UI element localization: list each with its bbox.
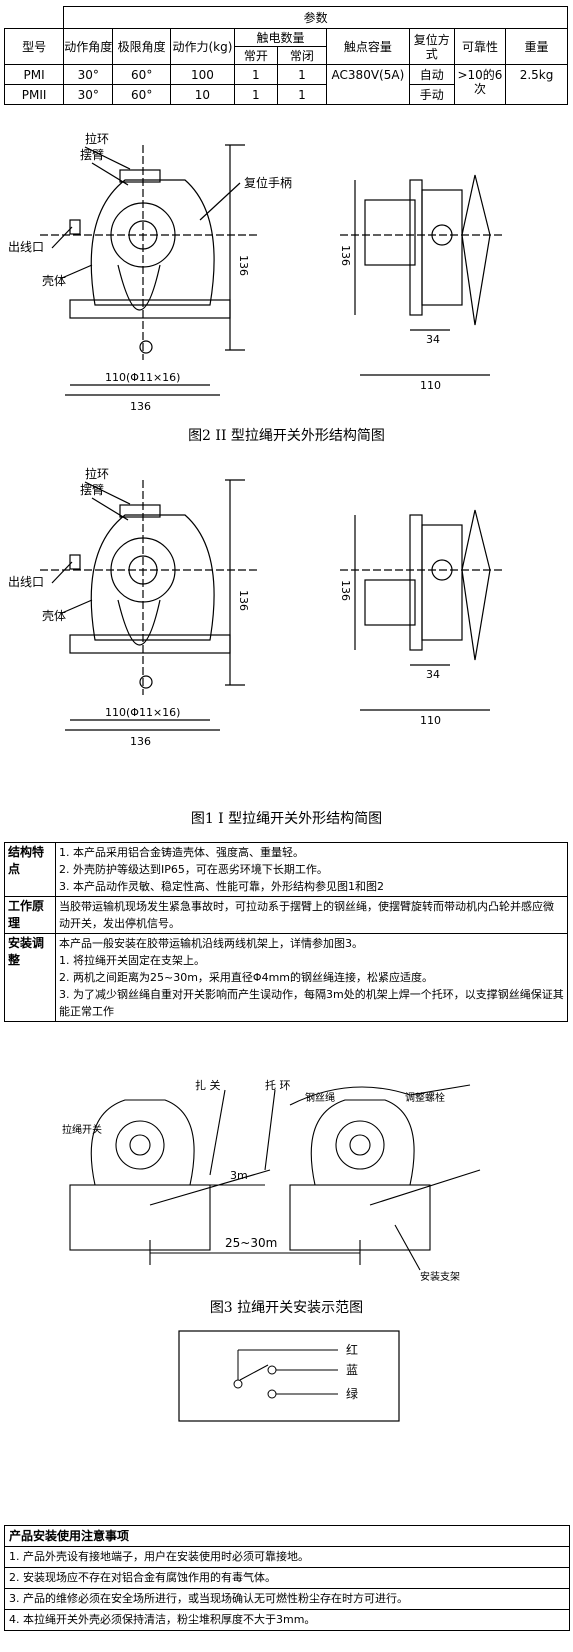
dim-height: 136 (237, 590, 250, 611)
dim-side-34: 34 (426, 333, 440, 346)
capacity-cell: AC380V(5A) (326, 64, 410, 105)
col-no: 常开 (233, 46, 278, 65)
table-row: PMII 30° 60° 10 1 1 手动 (3, 84, 568, 105)
label-shell: 壳体 (42, 609, 66, 623)
label-3m: 3m (230, 1169, 248, 1182)
desc-row-structure: 结构特点 1. 本产品采用铝合金铸造壳体、强度高、重量轻。 2. 外壳防护等级达… (4, 842, 568, 897)
wire-green: 绿 (346, 1386, 358, 1401)
figure3-caption: 图3 拉绳开关安装示范图 (209, 1300, 364, 1316)
description-table: 结构特点 1. 本产品采用铝合金铸造壳体、强度高、重量轻。 2. 外壳防护等级达… (4, 842, 568, 1022)
col-reliability: 可靠性 (453, 28, 507, 65)
dim-side-h: 136 (339, 245, 352, 266)
weight-cell: 2.5kg (505, 64, 568, 105)
label-rope: 钢丝绳 (305, 1091, 335, 1104)
dim-w1: 110(Φ11×16) (105, 706, 180, 719)
label-ring: 拉环 (85, 131, 109, 146)
note-item: 2. 安装现场应不存在对铝合金有腐蚀作用的有毒气体。 (5, 1568, 569, 1589)
label-reset-handle: 复位手柄 (244, 175, 292, 190)
label-outlet: 出线口 (8, 240, 44, 254)
col-action-angle: 动作角度 (63, 28, 114, 65)
figure2-caption: 图2 II 型拉绳开关外形结构简图 (188, 428, 385, 444)
figure1-drawing: 拉环 摆臂 出线口 壳体 136 110(Φ11×16) 136 136 34 … (8, 466, 505, 748)
dim-height: 136 (237, 255, 250, 276)
label-arm: 摆臂 (80, 148, 104, 162)
label-bracket: 安装支架 (420, 1270, 460, 1283)
label-distance: 25~30m (225, 1236, 277, 1250)
col-limit-angle: 极限角度 (112, 28, 171, 65)
desc-row-install: 安装调整 本产品一般安装在胶带运输机沿线两线机架上，详情参加图3。 1. 将拉绳… (4, 933, 568, 1022)
dim-w2: 136 (130, 400, 151, 413)
figure1-caption: 图1 I 型拉绳开关外形结构简图 (190, 811, 383, 827)
label-switch: 拉绳开关 (62, 1123, 102, 1136)
col-force: 动作力(kg) (169, 28, 235, 65)
figure2-drawing: 拉环 摆臂 复位手柄 出线口 壳体 136 110(Φ11×16) 136 13… (8, 131, 505, 413)
dim-w2: 136 (130, 735, 151, 748)
label-outlet: 出线口 (8, 575, 44, 589)
table-row: PMI 30° 60° 100 1 1 AC380V(5A) 自动 >10的6次… (3, 64, 568, 105)
note-item: 3. 产品的维修必须在安全场所进行，或当现场确认无可燃性粉尘存在时方可进行。 (5, 1589, 569, 1610)
figure3-drawing: 扎 关 托 环 钢丝绳 调整螺栓 拉绳开关 3m 25~30m 安装支架 (62, 1078, 481, 1283)
dim-side-34: 34 (426, 668, 440, 681)
wiring-diagram: 红 蓝 绿 (178, 1330, 400, 1422)
label-ring: 拉环 (85, 466, 109, 481)
label-shell: 壳体 (42, 274, 66, 288)
col-nc: 常闭 (276, 46, 328, 65)
notes-title: 产品安装使用注意事项 (5, 1526, 569, 1547)
notes-box: 产品安装使用注意事项 1. 产品外壳设有接地端子，用户在安装使用时必须可靠接地。… (4, 1525, 570, 1631)
col-contact-count: 触电数量 (233, 28, 328, 47)
dim-side-w: 110 (420, 714, 441, 727)
dim-side-w: 110 (420, 379, 441, 392)
label-ring: 托 环 (265, 1078, 291, 1092)
label-arm: 摆臂 (80, 483, 104, 497)
desc-row-principle: 工作原理 当胶带运输机现场发生紧急事故时，可拉动系于摆臂上的钢丝绳，使摆臂旋转而… (4, 896, 568, 934)
note-item: 1. 产品外壳设有接地端子，用户在安装使用时必须可靠接地。 (5, 1547, 569, 1568)
label-tie: 扎 关 (195, 1078, 221, 1092)
col-weight: 重量 (505, 28, 568, 65)
col-capacity: 触点容量 (326, 28, 410, 65)
dim-side-h: 136 (339, 580, 352, 601)
wire-blue: 蓝 (346, 1363, 358, 1377)
col-model: 型号 (3, 28, 65, 65)
note-item: 4. 本拉绳开关外壳必须保持清洁，粉尘堆积厚度不大于3mm。 (9, 1613, 316, 1626)
wire-red: 红 (346, 1342, 358, 1357)
dim-w1: 110(Φ11×16) (105, 371, 180, 384)
col-reset: 复位方式 (408, 28, 455, 65)
reliability-cell: >10的6次 (453, 64, 507, 105)
spec-table: 参数 型号 动作角度 极限角度 动作力(kg) 触电数量 触点容量 复位方式 可… (3, 6, 568, 105)
spec-group-header: 参数 (63, 6, 568, 29)
label-screw: 调整螺栓 (405, 1091, 445, 1104)
